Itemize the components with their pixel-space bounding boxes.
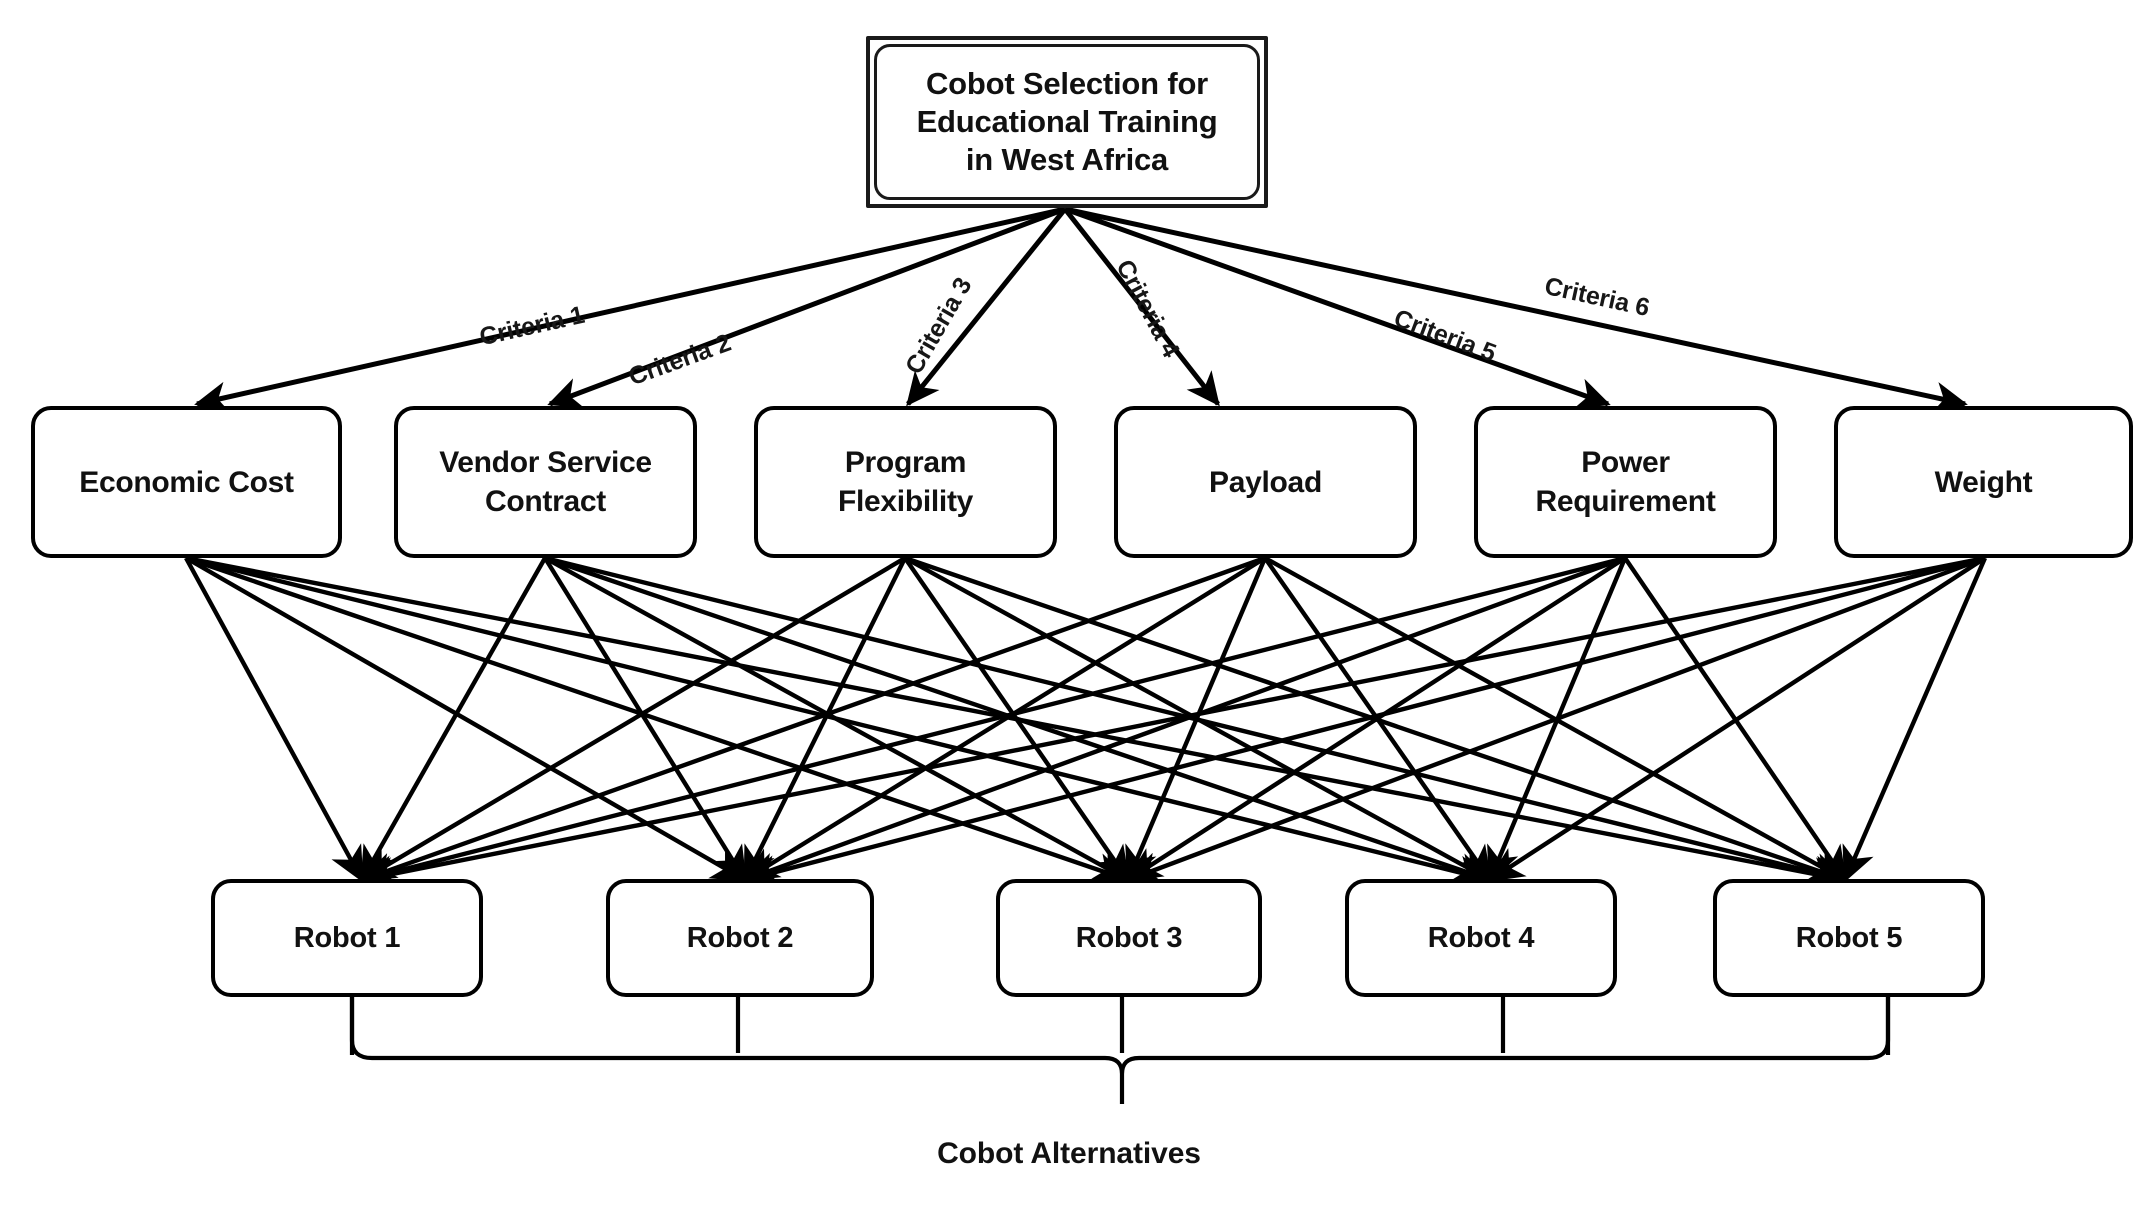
alternative-label-robot-3: Robot 3	[1075, 921, 1183, 954]
edge-goal-to-vendor-service	[547, 206, 1066, 408]
alternative-node-robot-3[interactable]: Robot 3	[996, 879, 1262, 997]
edge-payload-robot-2	[742, 556, 1267, 882]
edge-weight-robot-1	[358, 555, 1986, 891]
alternative-node-robot-4[interactable]: Robot 4	[1345, 879, 1617, 997]
edge-weight-robot-5	[1842, 557, 1988, 883]
edge-weight-robot-4	[1487, 556, 1987, 882]
edge-economic-cost-robot-3	[185, 555, 1131, 886]
edge-goal-to-payload	[1063, 207, 1220, 407]
criteria-label-line-1: Program	[844, 446, 967, 479]
criteria-label-line-2: Flexibility	[837, 485, 974, 518]
edge-vendor-service-robot-1	[360, 556, 547, 883]
edge-economic-cost-robot-2	[184, 556, 748, 882]
edge-economic-cost-robot-1	[184, 556, 364, 883]
edge-goal-to-weight	[1064, 206, 1968, 413]
criteria-label-line-2: Contract	[485, 485, 606, 518]
criteria-node-program-flexibility[interactable]: Program Flexibility	[754, 406, 1057, 558]
criteria-label-line-1: Weight	[1934, 465, 2033, 499]
edge-payload-robot-3	[1125, 557, 1268, 883]
edge-program-flex-robot-1	[359, 556, 907, 882]
alternatives-caption: Cobot Alternatives	[937, 1137, 1201, 1170]
criteria-label-weight: Weight	[1927, 463, 2041, 502]
alternative-node-robot-2[interactable]: Robot 2	[606, 879, 874, 997]
edge-program-flex-robot-2	[743, 557, 907, 883]
goal-label-line-3: in West Africa	[965, 141, 1169, 177]
edge-goal-to-economic-cost	[194, 206, 1066, 413]
brace-path	[349, 997, 1891, 1104]
alternative-node-robot-1[interactable]: Robot 1	[211, 879, 483, 997]
edge-power-requirement-robot-3	[1125, 556, 1627, 882]
edge-payload-robot-1	[359, 555, 1266, 885]
criteria-node-power-requirement[interactable]: Power Requirement	[1474, 406, 1777, 558]
edge-goal-to-program-flex	[906, 207, 1067, 407]
alternative-label-robot-2: Robot 2	[686, 921, 794, 954]
criteria-label-program-flexibility: Program Flexibility	[830, 443, 981, 521]
criteria-label-line-1: Power	[1581, 446, 1670, 479]
criteria-label-economic-cost: Economic Cost	[71, 463, 301, 502]
criteria-label-power-requirement: Power Requirement	[1527, 443, 1723, 521]
edge-power-requirement-robot-1	[358, 555, 1626, 889]
edge-program-flex-robot-3	[903, 556, 1130, 883]
criteria-label-payload: Payload	[1201, 463, 1330, 502]
criteria-label-vendor-service: Vendor Service Contract	[431, 443, 660, 521]
goal-label-line-2: Educational Training	[916, 104, 1218, 140]
criteria-node-payload[interactable]: Payload	[1114, 406, 1417, 558]
goal-label-line-1: Cobot Selection for	[925, 66, 1209, 102]
criteria-node-economic-cost[interactable]: Economic Cost	[31, 406, 342, 558]
alternatives-brace	[349, 997, 1891, 1104]
edge-power-requirement-robot-2	[742, 555, 1626, 885]
goal-node[interactable]: Cobot Selection for Educational Training…	[866, 36, 1268, 208]
alternative-label-robot-1: Robot 1	[293, 921, 401, 954]
criteria-label-line-1: Vendor Service	[439, 446, 652, 479]
criteria-node-vendor-service[interactable]: Vendor Service Contract	[394, 406, 697, 558]
goal-to-criteria-edges	[194, 206, 1968, 413]
criteria-to-alternatives-edges	[184, 555, 1988, 891]
edge-vendor-service-robot-3	[543, 556, 1131, 882]
criteria-label-line-2: Requirement	[1535, 485, 1716, 518]
edge-goal-to-power-requirement	[1064, 206, 1611, 409]
criteria-node-weight[interactable]: Weight	[1834, 406, 2133, 558]
criteria-label-line-1: Economic Cost	[79, 465, 294, 499]
goal-label: Cobot Selection for Educational Training…	[907, 65, 1228, 178]
alternative-node-robot-5[interactable]: Robot 5	[1713, 879, 1985, 997]
edge-weight-robot-3	[1125, 555, 1986, 885]
goal-node-inner: Cobot Selection for Educational Training…	[874, 44, 1260, 200]
alternative-label-robot-5: Robot 5	[1795, 921, 1903, 954]
criteria-label-line-1: Payload	[1209, 465, 1322, 499]
edge-vendor-service-robot-2	[543, 556, 747, 883]
alternative-label-robot-4: Robot 4	[1427, 921, 1535, 954]
edge-weight-robot-2	[741, 555, 1986, 889]
